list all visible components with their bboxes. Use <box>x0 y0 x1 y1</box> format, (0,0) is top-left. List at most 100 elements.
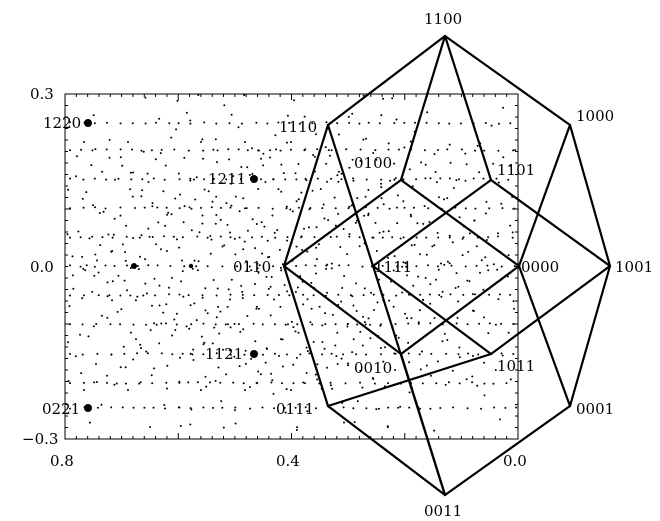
lattice-dot <box>109 323 112 326</box>
lattice-dot <box>306 250 309 253</box>
lattice-dot <box>303 227 305 230</box>
lattice-dot <box>296 323 299 326</box>
lattice-dot <box>297 331 300 334</box>
graph-edges <box>282 34 612 497</box>
lattice-dot <box>367 317 370 320</box>
lattice-dot <box>380 353 382 356</box>
lattice-dot <box>283 406 286 409</box>
lattice-dot <box>395 118 398 121</box>
lattice-dot <box>93 265 96 268</box>
lattice-dot <box>204 287 207 290</box>
lattice-dot <box>325 121 328 124</box>
lattice-dot <box>334 207 337 210</box>
lattice-dot <box>300 191 303 194</box>
lattice-dot <box>513 207 516 210</box>
lattice-dot <box>396 265 399 268</box>
lattice-dot <box>85 264 88 267</box>
lattice-dot <box>164 407 166 410</box>
lattice-dot <box>359 159 362 162</box>
lattice-dot <box>257 271 260 274</box>
lattice-dot <box>350 204 353 207</box>
lattice-dot <box>305 372 308 374</box>
lattice-dot <box>387 256 389 259</box>
lattice-dot <box>221 245 224 248</box>
lattice-dot <box>430 352 433 355</box>
lattice-dot <box>441 340 444 343</box>
lattice-dot <box>380 197 383 200</box>
lattice-dot <box>220 182 223 185</box>
lattice-dot <box>484 212 487 215</box>
lattice-dot <box>331 387 334 390</box>
x-tick-right: 0.0 <box>503 452 527 470</box>
lattice-dot <box>411 185 414 188</box>
lattice-dot <box>397 148 400 151</box>
lattice-dot <box>69 323 71 326</box>
lattice-dot <box>102 210 105 213</box>
lattice-dot <box>325 162 328 165</box>
lattice-dot <box>500 322 503 325</box>
lattice-dot <box>507 331 510 334</box>
lattice-dot <box>229 206 232 209</box>
plot-point-origin-mid <box>188 263 194 269</box>
lattice-dot <box>484 122 487 124</box>
lattice-dot <box>71 255 74 258</box>
lattice-dot <box>106 295 109 298</box>
lattice-dot <box>488 207 491 210</box>
lattice-dot <box>399 237 402 240</box>
lattice-dot <box>140 195 143 198</box>
lattice-dot <box>218 332 221 335</box>
lattice-dot <box>201 296 204 299</box>
lattice-dot <box>359 381 362 384</box>
edge-1110-1111 <box>326 123 375 268</box>
lattice-dot <box>396 194 399 197</box>
lattice-dot <box>511 236 514 239</box>
lattice-dot <box>145 292 148 295</box>
lattice-dot <box>216 149 219 152</box>
node-label-1100: 1100 <box>424 10 462 28</box>
lattice-dot <box>294 172 297 175</box>
lattice-dot <box>255 223 258 225</box>
lattice-dot <box>407 341 410 344</box>
lattice-dot <box>87 335 90 338</box>
lattice-dot <box>274 236 277 239</box>
lattice-dot <box>508 164 511 167</box>
lattice-dot <box>181 352 184 355</box>
lattice-dot <box>275 148 278 151</box>
lattice-dot <box>483 149 486 152</box>
lattice-dot <box>425 364 428 367</box>
lattice-dot <box>397 406 400 409</box>
lattice-dot <box>415 178 418 181</box>
lattice-dot <box>373 309 376 311</box>
lattice-dot <box>345 148 348 151</box>
lattice-dot <box>413 243 416 246</box>
lattice-dot <box>94 253 97 256</box>
lattice-dot <box>347 115 350 118</box>
lattice-dot <box>137 268 140 271</box>
lattice-dot <box>326 291 329 294</box>
lattice-dot <box>262 353 264 356</box>
lattice-dot <box>493 406 496 409</box>
lattice-dot <box>131 122 134 125</box>
lattice-dot <box>219 310 222 313</box>
lattice-dot <box>271 207 274 210</box>
lattice-dot <box>202 353 205 356</box>
lattice-dot <box>171 334 173 337</box>
lattice-dot <box>144 122 147 125</box>
lattice-dot <box>395 294 398 297</box>
lattice-dot <box>250 357 253 360</box>
lattice-dot <box>140 149 143 152</box>
lattice-dot <box>176 99 179 102</box>
lattice-dot <box>419 293 422 296</box>
lattice-dot <box>418 353 421 356</box>
lattice-dot <box>367 212 370 215</box>
lattice-dot <box>466 279 469 282</box>
lattice-dot <box>246 269 248 272</box>
lattice-dot <box>312 154 315 156</box>
lattice-dot <box>311 189 314 192</box>
lattice-dot <box>177 122 180 125</box>
lattice-dot <box>279 338 282 341</box>
lattice-dot <box>105 148 108 151</box>
lattice-dot <box>471 293 474 296</box>
lattice-dot <box>479 271 481 274</box>
lattice-dot <box>244 389 246 391</box>
